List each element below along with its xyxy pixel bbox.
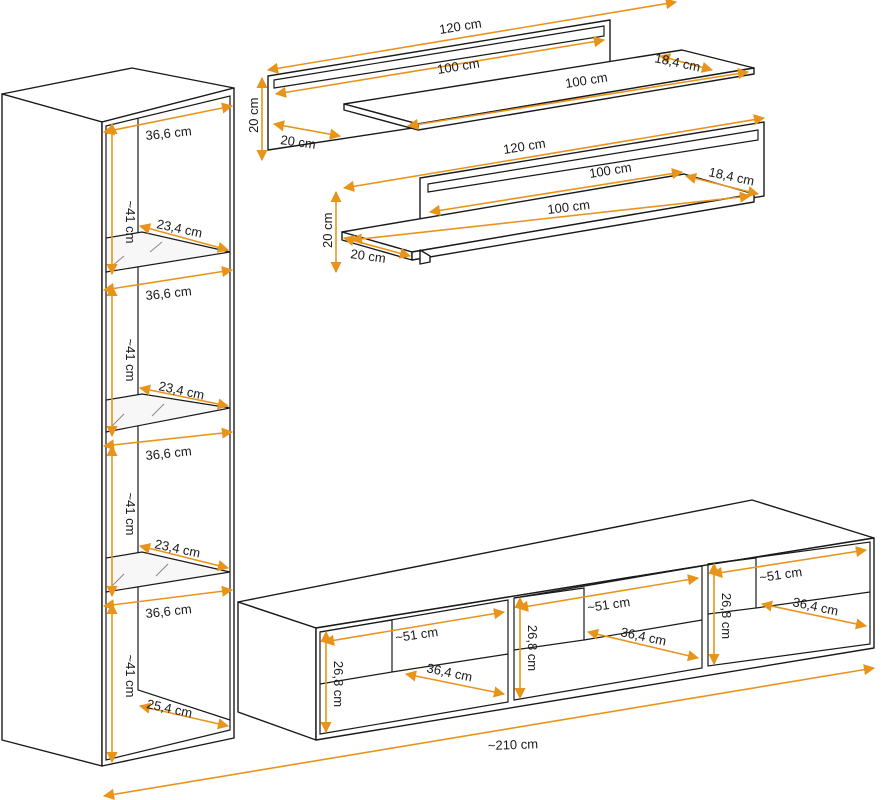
shelf-bottom-backpanel-foot	[419, 249, 431, 265]
dim-bench-width-1-label: ~51 cm	[394, 624, 439, 645]
dim-glass-depth-2-line	[138, 384, 230, 410]
dim-shelf-bottom-depth-right-line	[684, 173, 760, 197]
dim-bench-width-2-label: ~51 cm	[586, 594, 631, 615]
dim-cabinet-width-1-line	[102, 102, 234, 136]
dim-shelf-top-board-front-label: 100 cm	[564, 69, 608, 90]
dim-cabinet-width-3-line	[102, 427, 234, 451]
dim-shelf-bottom-height-label: 20 cm	[320, 213, 335, 248]
dim-cabinet-width-3-label: 36,6 cm	[145, 443, 193, 463]
dim-bench-height-3-label: 26,8 cm	[719, 593, 734, 639]
dim-cabinet-height-4-label: ~41 cm	[123, 655, 138, 698]
dim-cabinet-width-1-label: 36,6 cm	[145, 123, 193, 143]
dim-bench-width-1-line	[322, 608, 506, 646]
dim-shelf-bottom-board-front-label: 100 cm	[547, 197, 591, 217]
dim-bench-width-2-line	[516, 574, 700, 612]
dim-shelf-bottom-board-label: 100 cm	[588, 159, 632, 180]
wall-shelf-bottom: 120 cm 100 cm 100 cm 18,4 cm 20 cm 20 cm	[320, 114, 766, 274]
dim-cabinet-height-1-label: ~41 cm	[123, 201, 138, 244]
dim-cabinet-height-2-label: ~41 cm	[123, 339, 138, 382]
dim-shelf-top-height-label: 20 cm	[246, 98, 261, 133]
dim-bench-height-2-label: 26,8 cm	[525, 625, 540, 671]
dim-cabinet-width-2-line	[102, 266, 234, 294]
dim-cabinet-width-4-label: 36,6 cm	[145, 601, 193, 621]
dim-shelf-top-depth-left-line	[272, 120, 342, 140]
dim-cabinet-height-3-label: ~41 cm	[123, 493, 138, 536]
cabinet-side	[1, 93, 103, 767]
dim-bench-width-3-label: ~51 cm	[758, 564, 803, 585]
dim-shelf-bottom-width-line	[342, 114, 766, 192]
dim-glass-depth-3-line	[138, 543, 230, 571]
dim-shelf-top-depth-right-line	[658, 53, 714, 73]
dim-shelf-bottom-depth-left-label: 20 cm	[350, 246, 387, 266]
dim-bench-depth-2-line	[586, 628, 700, 662]
dim-shelf-bottom-width-label: 120 cm	[502, 135, 546, 156]
dim-shelf-bottom-board-front-line	[350, 191, 752, 245]
dim-total-width-line	[102, 664, 876, 800]
dim-cabinet-width-2-label: 36,6 cm	[145, 283, 193, 303]
dim-shelf-top-width-label: 120 cm	[438, 15, 482, 36]
total-width: ~210 cm	[102, 664, 876, 800]
dim-total-width-label: ~210 cm	[488, 736, 539, 753]
dim-bench-width-3-line	[710, 546, 868, 578]
dim-bench-depth-3-line	[760, 600, 868, 630]
tall-cabinet: ~41 cm ~41 cm ~41 cm ~41 cm 36,6 cm 36,6…	[1, 67, 235, 767]
dim-shelf-top-board-line	[274, 36, 606, 98]
dim-shelf-bottom-depth-left-line	[342, 235, 412, 259]
dim-glass-depth-1-line	[138, 223, 230, 253]
tv-bench: ~51 cm ~51 cm ~51 cm 36,4 cm 36,4 cm 36,…	[237, 499, 875, 741]
dim-shelf-top-depth-left-label: 20 cm	[280, 132, 317, 152]
dim-bench-height-1-label: 26,8 cm	[331, 661, 346, 707]
dim-cabinet-width-4-line	[102, 585, 234, 611]
